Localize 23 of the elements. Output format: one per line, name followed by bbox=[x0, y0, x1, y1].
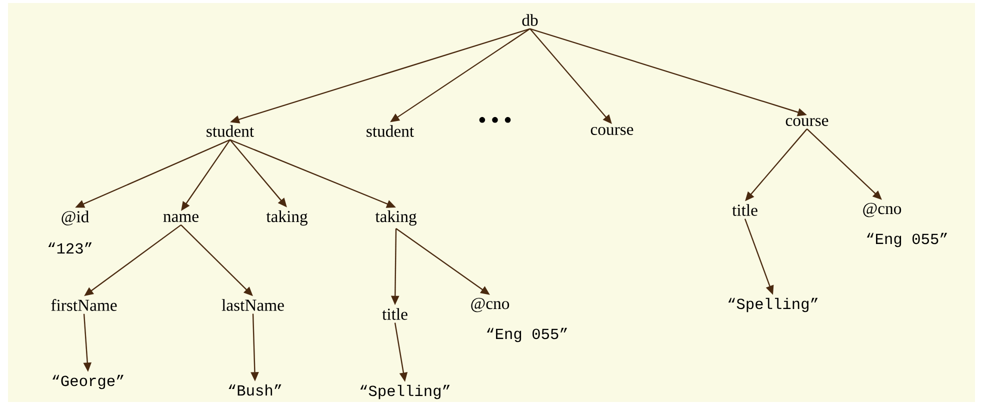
element-label: @id bbox=[62, 210, 89, 226]
element-label: db bbox=[522, 14, 538, 26]
element-label: title bbox=[382, 308, 408, 320]
ellipsis-label: • • • bbox=[479, 117, 511, 123]
element-label: course bbox=[786, 118, 828, 126]
element-label: @cno bbox=[863, 202, 902, 218]
element-label: taking bbox=[266, 210, 308, 226]
element-label: title bbox=[732, 204, 758, 216]
value-text: “Spelling” bbox=[360, 384, 450, 400]
value-text: “Eng 055” bbox=[486, 328, 568, 342]
element-label: firstName bbox=[51, 299, 117, 311]
value-text: “Spelling” bbox=[728, 298, 818, 312]
element-label: course bbox=[590, 126, 634, 135]
element-label: student bbox=[366, 125, 414, 137]
value-text: “George” bbox=[52, 374, 124, 390]
value-text: “Bush” bbox=[228, 384, 282, 396]
value-text: “123” bbox=[48, 242, 92, 254]
value-text: “Eng 055” bbox=[866, 232, 948, 248]
element-label: name bbox=[163, 214, 198, 222]
element-label: @cno bbox=[471, 298, 510, 312]
element-label: lastName bbox=[222, 299, 284, 311]
element-label: student bbox=[206, 125, 254, 137]
element-label: taking bbox=[375, 210, 417, 226]
